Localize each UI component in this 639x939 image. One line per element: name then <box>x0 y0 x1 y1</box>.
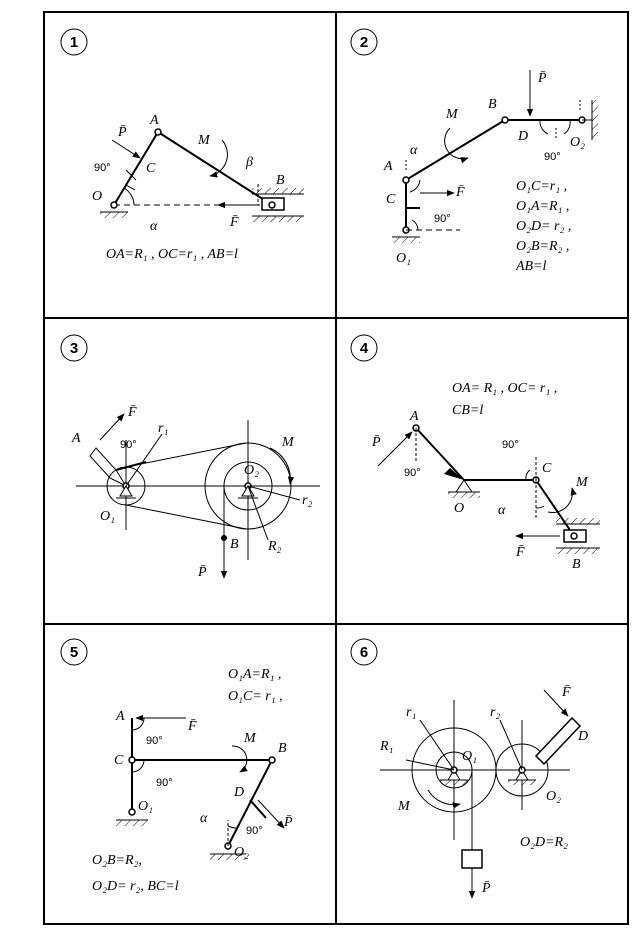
svg-text:O₂: O₂ <box>234 845 249 860</box>
svg-text:M: M <box>281 435 295 450</box>
svg-text:r₁: r₁ <box>158 421 168 436</box>
svg-text:F̄: F̄ <box>455 185 465 200</box>
svg-text:4: 4 <box>360 340 369 357</box>
panel-number: 1 <box>70 34 78 51</box>
svg-text:O₂B=R₂ ,: O₂B=R₂ , <box>516 239 569 254</box>
svg-text:r₂: r₂ <box>490 705 500 720</box>
svg-text:90°: 90° <box>146 735 163 747</box>
svg-text:90°: 90° <box>502 439 519 451</box>
svg-text:R₁: R₁ <box>379 739 393 754</box>
svg-text:P̄: P̄ <box>283 815 293 830</box>
svg-text:α: α <box>150 219 158 234</box>
svg-text:D: D <box>233 785 244 800</box>
svg-text:OA=R₁ , OC=r₁ , AB=l: OA=R₁ , OC=r₁ , AB=l <box>106 247 238 262</box>
svg-text:C: C <box>386 192 396 207</box>
panel-1: 1 P̄ A M β B C O α <box>60 28 304 262</box>
svg-text:O₂D= r₂ ,: O₂D= r₂ , <box>516 219 571 234</box>
svg-text:OA= R₁ , OC= r₁ ,: OA= R₁ , OC= r₁ , <box>452 381 557 396</box>
svg-text:O₂B=R₂,: O₂B=R₂, <box>92 853 142 868</box>
svg-text:β: β <box>245 155 253 170</box>
svg-text:α: α <box>410 143 418 158</box>
panel-grid <box>43 11 629 925</box>
svg-text:F̄: F̄ <box>561 685 571 700</box>
svg-text:O₂: O₂ <box>244 463 259 478</box>
svg-text:B: B <box>276 173 285 188</box>
svg-text:AB=l: AB=l <box>515 259 547 274</box>
svg-text:90°: 90° <box>156 777 173 789</box>
svg-text:D: D <box>577 729 588 744</box>
svg-text:R₂: R₂ <box>267 539 282 554</box>
svg-text:90°: 90° <box>120 439 137 451</box>
svg-text:B: B <box>230 537 239 552</box>
svg-text:M: M <box>243 731 257 746</box>
svg-text:2: 2 <box>360 34 368 51</box>
svg-text:P̄: P̄ <box>117 125 127 140</box>
svg-text:90°: 90° <box>434 213 451 225</box>
svg-text:O₂: O₂ <box>570 135 585 150</box>
svg-text:α: α <box>498 503 506 518</box>
svg-text:F̄: F̄ <box>515 545 525 560</box>
svg-text:M: M <box>197 133 211 148</box>
svg-text:O₁A=R₁ ,: O₁A=R₁ , <box>228 667 281 682</box>
svg-text:P̄: P̄ <box>371 435 381 450</box>
svg-text:O₁A=R₁ ,: O₁A=R₁ , <box>516 199 569 214</box>
svg-text:M: M <box>575 475 589 490</box>
panel-5: 5 O₁A=R₁ , O₁C= r₁ , A F̄ 90° C 90° M <box>60 638 293 894</box>
svg-text:M: M <box>445 107 459 122</box>
svg-text:F̄: F̄ <box>127 405 137 420</box>
svg-text:B: B <box>572 557 581 572</box>
svg-text:M: M <box>397 799 411 814</box>
panel-2: 2 P̄ M B D O₂ 90 <box>350 28 598 274</box>
svg-text:90°: 90° <box>94 162 111 174</box>
svg-text:O₂: O₂ <box>546 789 561 804</box>
svg-text:A: A <box>383 159 393 174</box>
svg-text:A: A <box>115 709 125 724</box>
svg-text:O₁: O₁ <box>100 509 115 524</box>
svg-text:B: B <box>278 741 287 756</box>
svg-text:90°: 90° <box>404 467 421 479</box>
svg-text:90°: 90° <box>544 151 561 163</box>
svg-text:P̄: P̄ <box>537 71 547 86</box>
svg-text:5: 5 <box>70 644 78 661</box>
svg-text:A: A <box>409 409 419 424</box>
svg-text:C: C <box>542 461 552 476</box>
svg-text:F̄: F̄ <box>187 719 197 734</box>
svg-text:r₂: r₂ <box>302 493 312 508</box>
svg-text:O₂D=R₂: O₂D=R₂ <box>520 835 568 850</box>
svg-text:6: 6 <box>360 644 368 661</box>
svg-text:P̄: P̄ <box>197 565 207 580</box>
svg-text:O₁: O₁ <box>462 749 477 764</box>
svg-text:O₁: O₁ <box>138 799 153 814</box>
svg-text:D: D <box>517 129 528 144</box>
svg-text:α: α <box>200 811 208 826</box>
svg-text:C: C <box>114 753 124 768</box>
panel-3: 3 F̄ A 90° r₁ <box>60 334 320 580</box>
svg-text:CB=l: CB=l <box>452 403 483 418</box>
svg-text:3: 3 <box>70 340 78 357</box>
svg-text:C: C <box>146 161 156 176</box>
svg-text:B: B <box>488 97 497 112</box>
svg-text:r₁: r₁ <box>406 705 416 720</box>
svg-text:A: A <box>71 431 81 446</box>
panel-4: 4 OA= R₁ , OC= r₁ , CB=l A P <box>350 334 600 572</box>
svg-text:A: A <box>149 113 159 128</box>
svg-text:O₁C=r₁ ,: O₁C=r₁ , <box>516 179 567 194</box>
svg-text:P̄: P̄ <box>481 881 491 896</box>
svg-text:O: O <box>454 501 464 516</box>
svg-text:O₁C= r₁ ,: O₁C= r₁ , <box>228 689 283 704</box>
panel-6: 6 F̄ r₁ r₂ D R₁ <box>350 638 588 899</box>
svg-text:O: O <box>92 189 102 204</box>
svg-text:O₂D= r₂, BC=l: O₂D= r₂, BC=l <box>92 879 179 894</box>
link-oa <box>113 131 159 206</box>
svg-text:90°: 90° <box>246 825 263 837</box>
svg-text:O₁: O₁ <box>396 251 411 266</box>
svg-text:F̄: F̄ <box>229 215 239 230</box>
